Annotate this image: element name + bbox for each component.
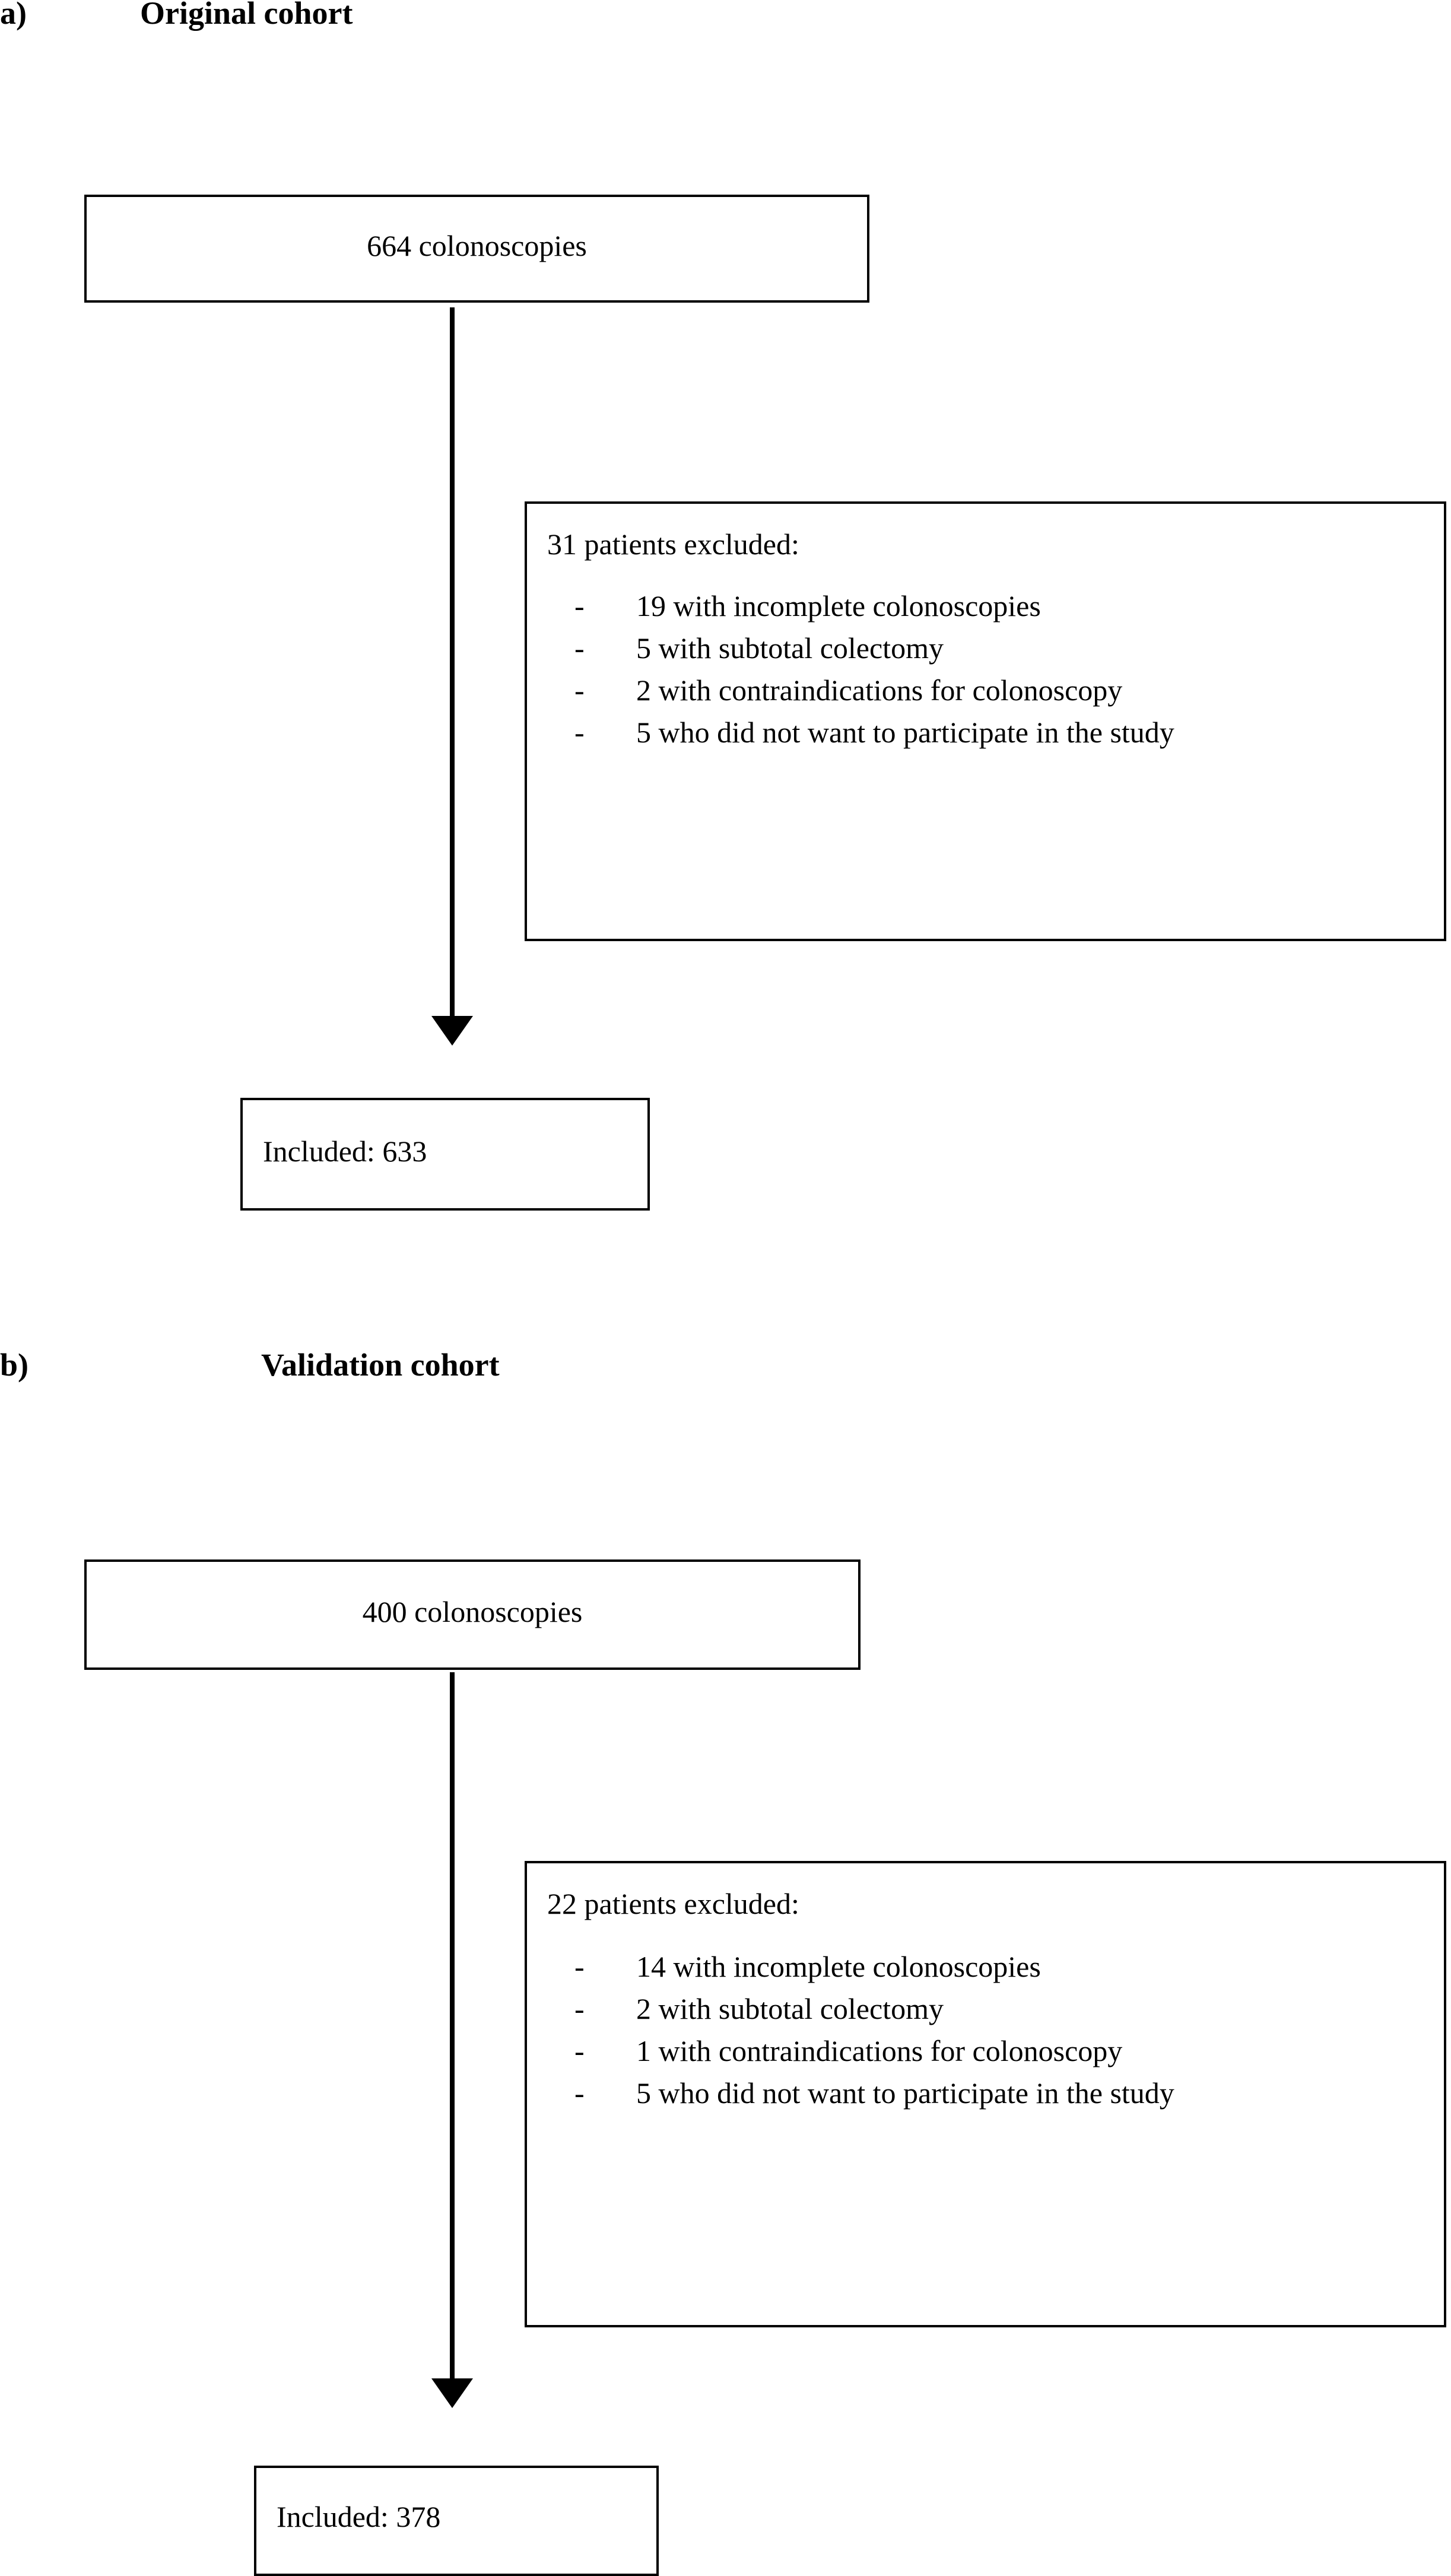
bullet-dash-icon: - <box>574 631 585 665</box>
panel-b-source-box: 400 colonoscopies <box>84 1559 861 1670</box>
panel-b-arrow-shaft <box>450 1672 455 2384</box>
exclusion-list-item: - 5 with subtotal colectomy <box>574 629 1423 668</box>
bullet-dash-icon: - <box>574 2034 585 2067</box>
exclusion-list-item: - 2 with contraindications for colonoscop… <box>574 671 1423 710</box>
exclusion-list-item: - 14 with incomplete colonoscopies <box>574 1948 1423 1986</box>
panel-a-exclusion-box: 31 patients excluded: - 19 with incomplet… <box>525 501 1446 941</box>
exclusion-list-item: - 19 with incomplete colonoscopies <box>574 587 1423 625</box>
exclusion-item-label: 2 with contraindications for colonoscopy <box>636 674 1123 707</box>
panel-b-included-label: Included: 378 <box>277 2500 441 2533</box>
bullet-dash-icon: - <box>574 716 585 749</box>
panel-b-exclusion-box: 22 patients excluded: - 14 with incomplet… <box>525 1861 1446 2327</box>
bullet-dash-icon: - <box>574 589 585 622</box>
panel-b-exclusion-list: - 14 with incomplete colonoscopies - 2 with… <box>574 1948 1423 2116</box>
panel-b-exclusion-title: 22 patients excluded: <box>547 1887 799 1920</box>
panel-a-exclusion-list: - 19 with incomplete colonoscopies - 5 with… <box>574 587 1423 755</box>
panel-a-arrow-shaft <box>450 307 455 1022</box>
exclusion-item-label: 1 with contraindications for colonoscopy <box>636 2034 1123 2067</box>
panel-a-letter: a) <box>0 0 27 31</box>
panel-a-arrow-head <box>431 1016 473 1046</box>
exclusion-item-label: 2 with subtotal colectomy <box>636 1992 944 2025</box>
panel-b-title: Validation cohort <box>261 1347 500 1383</box>
panel-b-arrow-head <box>431 2378 473 2408</box>
exclusion-list-item: - 5 who did not want to participate in th… <box>574 2074 1423 2113</box>
bullet-dash-icon: - <box>574 674 585 707</box>
panel-a-included-label: Included: 633 <box>263 1135 427 1168</box>
bullet-dash-icon: - <box>574 1992 585 2025</box>
panel-b-letter: b) <box>0 1347 29 1383</box>
bullet-dash-icon: - <box>574 2076 585 2110</box>
exclusion-item-label: 14 with incomplete colonoscopies <box>636 1950 1041 1983</box>
exclusion-list-item: - 5 who did not want to participate in th… <box>574 713 1423 752</box>
exclusion-item-label: 19 with incomplete colonoscopies <box>636 589 1041 622</box>
panel-a-source-box: 664 colonoscopies <box>84 195 869 303</box>
exclusion-item-label: 5 with subtotal colectomy <box>636 631 944 665</box>
exclusion-list-item: - 1 with contraindications for colonoscop… <box>574 2032 1423 2070</box>
exclusion-item-label: 5 who did not want to participate in the… <box>636 2076 1174 2110</box>
panel-a-source-label: 664 colonoscopies <box>367 229 587 262</box>
exclusion-list-item: - 2 with subtotal colectomy <box>574 1990 1423 2028</box>
panel-a-included-box: Included: 633 <box>240 1098 650 1211</box>
bullet-dash-icon: - <box>574 1950 585 1983</box>
panel-b-source-label: 400 colonoscopies <box>362 1595 583 1628</box>
panel-a-title: Original cohort <box>140 0 353 31</box>
exclusion-item-label: 5 who did not want to participate in the… <box>636 716 1174 749</box>
panel-a-exclusion-title: 31 patients excluded: <box>547 528 799 561</box>
panel-b-included-box: Included: 378 <box>254 2466 659 2576</box>
